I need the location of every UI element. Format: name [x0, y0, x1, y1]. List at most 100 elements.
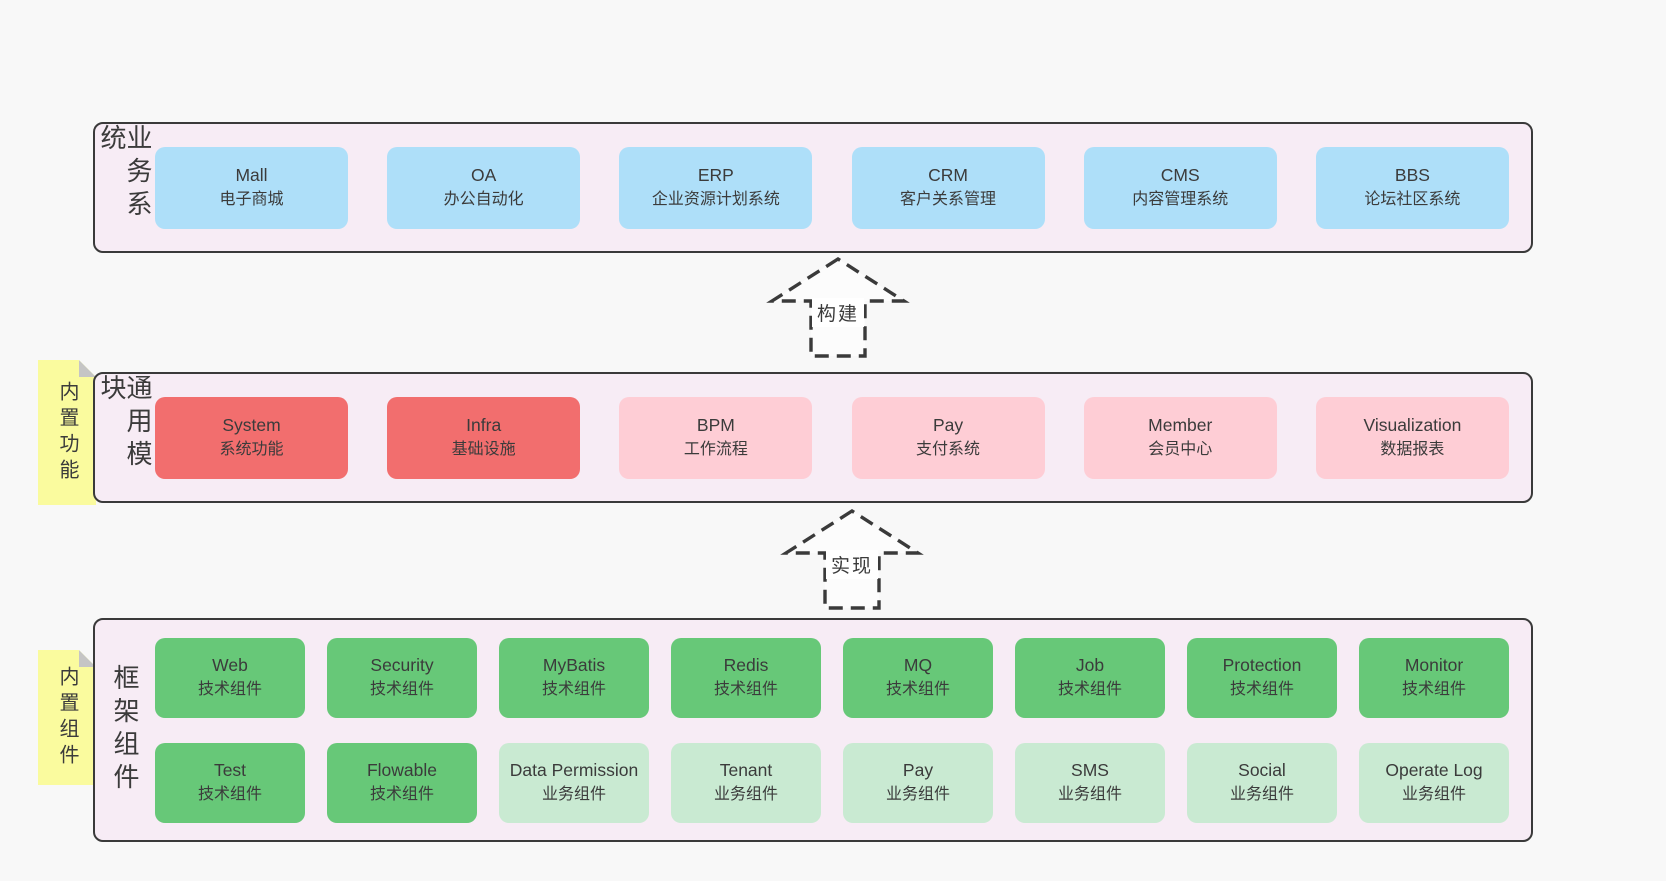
box-subtitle: 系统功能: [219, 440, 284, 458]
box-title: CMS: [1160, 165, 1200, 186]
panel-label-text: 通用模块: [97, 374, 153, 473]
box-title: Operate Log: [1385, 760, 1483, 781]
panel-label-components: 框架组件: [95, 620, 155, 840]
layer-common-modules: 内置功能 通用模块 System 系统功能 Infra 基础设施 BPM 工作流…: [93, 372, 1533, 503]
box-subtitle: 技术组件: [1229, 680, 1294, 698]
components-rows: Web 技术组件 Security 技术组件 MyBatis 技术组件 Redi…: [155, 620, 1531, 840]
builtin-components-note: 内置组件: [38, 650, 96, 785]
panel-label-text: 业务系统: [97, 124, 153, 223]
box-title: CRM: [928, 165, 968, 186]
box-title: ERP: [697, 165, 734, 186]
box-subtitle: 电子商城: [219, 190, 284, 208]
box-title: Member: [1148, 415, 1213, 436]
box-subtitle: 技术组件: [369, 785, 434, 803]
box-title: SMS: [1071, 760, 1109, 781]
box-operate-log: Operate Log 业务组件: [1359, 742, 1509, 823]
box-title: Mall: [235, 165, 268, 186]
box-subtitle: 业务组件: [541, 785, 606, 803]
box-subtitle: 支付系统: [916, 440, 981, 458]
box-title: Data Permission: [509, 760, 639, 781]
layer-business-systems: 业务系统 Mall 电子商城 OA 办公自动化 ERP 企业资源计划系统 CRM…: [93, 122, 1533, 253]
box-title: Flowable: [366, 760, 438, 781]
box-title: Redis: [723, 655, 769, 676]
box-mall: Mall 电子商城: [155, 146, 348, 229]
box-title: Pay: [902, 760, 934, 781]
box-title: Social: [1238, 760, 1286, 781]
box-web: Web 技术组件: [155, 637, 305, 718]
box-subtitle: 技术组件: [197, 680, 262, 698]
common-modules-panel: 通用模块 System 系统功能 Infra 基础设施 BPM 工作流程 Pay…: [93, 372, 1533, 503]
box-title: Pay: [932, 415, 964, 436]
box-subtitle: 技术组件: [369, 680, 434, 698]
panel-label-modules: 通用模块: [95, 374, 155, 501]
box-subtitle: 论坛社区系统: [1364, 190, 1461, 208]
box-title: Test: [213, 760, 247, 781]
box-subtitle: 会员中心: [1148, 440, 1213, 458]
box-subtitle: 业务组件: [1057, 785, 1122, 803]
box-subtitle: 工作流程: [683, 440, 748, 458]
box-title: Security: [370, 655, 434, 676]
box-visualization: Visualization 数据报表: [1315, 396, 1509, 479]
box-subtitle: 技术组件: [541, 680, 606, 698]
layer-framework-components: 内置组件 框架组件 Web 技术组件 Security 技术组件 MyBa: [93, 618, 1533, 842]
box-title: BPM: [696, 415, 735, 436]
box-flowable: Flowable 技术组件: [327, 742, 477, 823]
box-subtitle: 客户关系管理: [900, 190, 997, 208]
box-cms: CMS 内容管理系统: [1083, 146, 1277, 229]
box-pay-component: Pay 业务组件: [843, 742, 993, 823]
box-subtitle: 技术组件: [1401, 680, 1466, 698]
box-tenant: Tenant 业务组件: [671, 742, 821, 823]
box-crm: CRM 客户关系管理: [851, 146, 1045, 229]
box-system: System 系统功能: [155, 396, 348, 479]
box-title: Protection: [1222, 655, 1302, 676]
box-subtitle: 内容管理系统: [1132, 190, 1229, 208]
box-sms: SMS 业务组件: [1015, 742, 1165, 823]
panel-label-business: 业务系统: [95, 124, 155, 251]
box-subtitle: 业务组件: [713, 785, 778, 803]
box-subtitle: 业务组件: [885, 785, 950, 803]
modules-box-row: System 系统功能 Infra 基础设施 BPM 工作流程 Pay 支付系统…: [155, 374, 1531, 501]
box-pay-module: Pay 支付系统: [851, 396, 1045, 479]
box-subtitle: 企业资源计划系统: [651, 190, 780, 208]
box-member: Member 会员中心: [1083, 396, 1277, 479]
business-box-row: Mall 电子商城 OA 办公自动化 ERP 企业资源计划系统 CRM 客户关系…: [155, 124, 1531, 251]
box-redis: Redis 技术组件: [671, 637, 821, 718]
box-title: Tenant: [719, 760, 773, 781]
box-title: System: [222, 415, 281, 436]
box-job: Job 技术组件: [1015, 637, 1165, 718]
box-test: Test 技术组件: [155, 742, 305, 823]
box-subtitle: 办公自动化: [443, 190, 524, 208]
box-subtitle: 基础设施: [451, 440, 516, 458]
framework-components-panel: 框架组件 Web 技术组件 Security 技术组件 MyBatis 技术组件: [93, 618, 1533, 842]
note-text: 内置组件: [56, 665, 78, 770]
box-title: MQ: [903, 655, 933, 676]
box-social: Social 业务组件: [1187, 742, 1337, 823]
box-monitor: Monitor 技术组件: [1359, 637, 1509, 718]
box-title: OA: [471, 165, 497, 186]
box-security: Security 技术组件: [327, 637, 477, 718]
box-subtitle: 业务组件: [1229, 785, 1294, 803]
box-mybatis: MyBatis 技术组件: [499, 637, 649, 718]
box-subtitle: 技术组件: [197, 785, 262, 803]
builtin-features-note: 内置功能: [38, 360, 96, 505]
business-systems-panel: 业务系统 Mall 电子商城 OA 办公自动化 ERP 企业资源计划系统 CRM…: [93, 122, 1533, 253]
box-data-permission: Data Permission 业务组件: [499, 742, 649, 823]
box-subtitle: 技术组件: [885, 680, 950, 698]
components-row-2: Test 技术组件 Flowable 技术组件 Data Permission …: [155, 742, 1531, 823]
panel-label-text: 框架组件: [110, 664, 140, 796]
box-bbs: BBS 论坛社区系统: [1315, 146, 1509, 229]
box-title: Visualization: [1363, 415, 1462, 436]
box-title: Monitor: [1404, 655, 1464, 676]
build-arrow-label: 构建: [811, 298, 865, 327]
box-subtitle: 技术组件: [1057, 680, 1122, 698]
box-title: MyBatis: [542, 655, 606, 676]
box-bpm: BPM 工作流程: [619, 396, 813, 479]
box-erp: ERP 企业资源计划系统: [619, 146, 813, 229]
components-row-1: Web 技术组件 Security 技术组件 MyBatis 技术组件 Redi…: [155, 637, 1531, 718]
note-text: 内置功能: [56, 380, 78, 485]
build-arrow: 构建: [763, 254, 913, 360]
box-title: BBS: [1394, 165, 1430, 186]
box-oa: OA 办公自动化: [387, 146, 581, 229]
box-title: Infra: [466, 415, 502, 436]
box-protection: Protection 技术组件: [1187, 637, 1337, 718]
